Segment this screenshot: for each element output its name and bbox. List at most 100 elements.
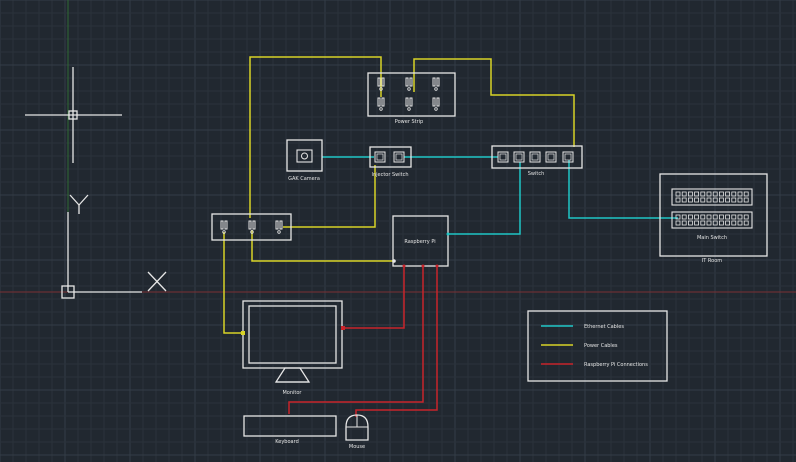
switch-port-icon: [694, 191, 699, 197]
ethernet-cables: [322, 156, 678, 235]
switch-port-icon: [675, 214, 681, 220]
monitor-label: Monitor: [282, 390, 302, 396]
ethernet-port-icon: [497, 151, 509, 163]
outlet-bar[interactable]: [211, 213, 292, 241]
switch-port-icon: [743, 220, 749, 226]
ethernet-port-icon: [393, 151, 405, 163]
switch-port-icon: [737, 197, 743, 203]
ethernet-port-icon: [545, 151, 557, 163]
switch-port-icon: [675, 191, 681, 197]
outlet-icon: [405, 97, 413, 111]
switch-port-icon: [706, 197, 712, 203]
gak-camera-label: GAK Camera: [288, 176, 320, 182]
switch-port-icon: [743, 197, 749, 203]
switch-port-icon: [700, 197, 706, 203]
switch-port-icon: [725, 197, 730, 203]
power-strip-label: Power Strip: [395, 119, 423, 125]
switch-port-icon: [694, 214, 699, 220]
switch-port-icon: [731, 197, 737, 203]
outlet-bar-sockets: [220, 220, 283, 234]
network-switch[interactable]: Switch: [491, 145, 583, 177]
it-room[interactable]: Main Switch IT Room: [659, 173, 768, 264]
switch-port-icon: [700, 191, 706, 197]
keyboard[interactable]: Keyboard: [243, 415, 337, 445]
switch-port-icon: [681, 220, 687, 226]
switch-port-icon: [688, 220, 693, 226]
ethernet-port-icon: [513, 151, 525, 163]
switch-port-icon: [731, 191, 737, 197]
outlet-icon: [377, 77, 385, 91]
it-room-label: IT Room: [702, 258, 722, 264]
camera-lens-icon: [301, 152, 308, 160]
switch-port-icon: [681, 197, 687, 203]
outlet-icon: [275, 220, 283, 234]
outlet-icon: [432, 77, 440, 91]
switch-port-icon: [694, 220, 699, 226]
switch-port-icon: [681, 191, 687, 197]
ethernet-port-icon: [374, 151, 386, 163]
raspberry-pi[interactable]: Raspberry Pi: [392, 215, 449, 267]
legend-item-label: Ethernet Cables: [584, 324, 624, 330]
ucs-icon: [61, 194, 167, 299]
switch-port-icon: [688, 191, 693, 197]
switch-port-icon: [700, 214, 706, 220]
switch-port-icon: [675, 197, 681, 203]
switch-port-icon: [688, 214, 693, 220]
gak-camera[interactable]: GAK Camera: [286, 139, 323, 182]
keyboard-label: Keyboard: [275, 439, 299, 445]
monitor[interactable]: [242, 300, 343, 383]
switch-port-icon: [737, 214, 743, 220]
switch-port-icon: [725, 220, 730, 226]
ethernet-port-icon: [529, 151, 541, 163]
switch-port-icon: [706, 214, 712, 220]
switch-label: Switch: [528, 171, 545, 177]
outlet-icon: [377, 97, 385, 111]
injector-switch-label: Injector Switch: [371, 172, 408, 178]
switch-port-icon: [737, 220, 743, 226]
switch-port-icon: [712, 191, 718, 197]
switch-port-icon: [719, 191, 724, 197]
outlet-icon: [220, 220, 228, 234]
switch-port-icon: [737, 191, 743, 197]
switch-port-icon: [712, 214, 718, 220]
switch-port-icon: [731, 220, 737, 226]
switch-port-icon: [725, 214, 730, 220]
ethernet-port-icon: [562, 151, 574, 163]
switch-port-icon: [681, 214, 687, 220]
power-strip-outlets: [377, 77, 440, 111]
switch-ports: [497, 151, 574, 163]
raspberry-pi-label: Raspberry Pi: [404, 239, 435, 245]
switch-port-icon: [731, 214, 737, 220]
legend-item-label: Raspberry Pi Connections: [584, 362, 648, 368]
main-switch-label: Main Switch: [697, 235, 727, 241]
switch-port-icon: [675, 220, 681, 226]
outlet-icon: [248, 220, 256, 234]
switch-port-icon: [688, 197, 693, 203]
main-switch-ports: [675, 191, 749, 226]
switch-port-icon: [719, 220, 724, 226]
switch-port-icon: [706, 220, 712, 226]
injector-switch[interactable]: Injector Switch: [369, 146, 412, 178]
switch-port-icon: [706, 191, 712, 197]
switch-port-icon: [719, 197, 724, 203]
switch-port-icon: [694, 197, 699, 203]
power-strip[interactable]: Power Strip: [367, 72, 456, 125]
switch-port-icon: [743, 191, 749, 197]
switch-port-icon: [743, 214, 749, 220]
crosshair-cursor-icon: [25, 67, 122, 163]
switch-port-icon: [712, 220, 718, 226]
connection-dots: [241, 232, 450, 335]
mouse-label: Mouse: [349, 444, 365, 450]
switch-port-icon: [712, 197, 718, 203]
switch-port-icon: [719, 214, 724, 220]
switch-port-icon: [700, 220, 706, 226]
legend-box: [527, 310, 668, 382]
raspberry-pi-connections: [288, 266, 438, 417]
injector-switch-ports: [374, 151, 405, 163]
outlet-icon: [405, 77, 413, 91]
switch-port-icon: [725, 191, 730, 197]
mouse[interactable]: Mouse: [345, 414, 369, 450]
